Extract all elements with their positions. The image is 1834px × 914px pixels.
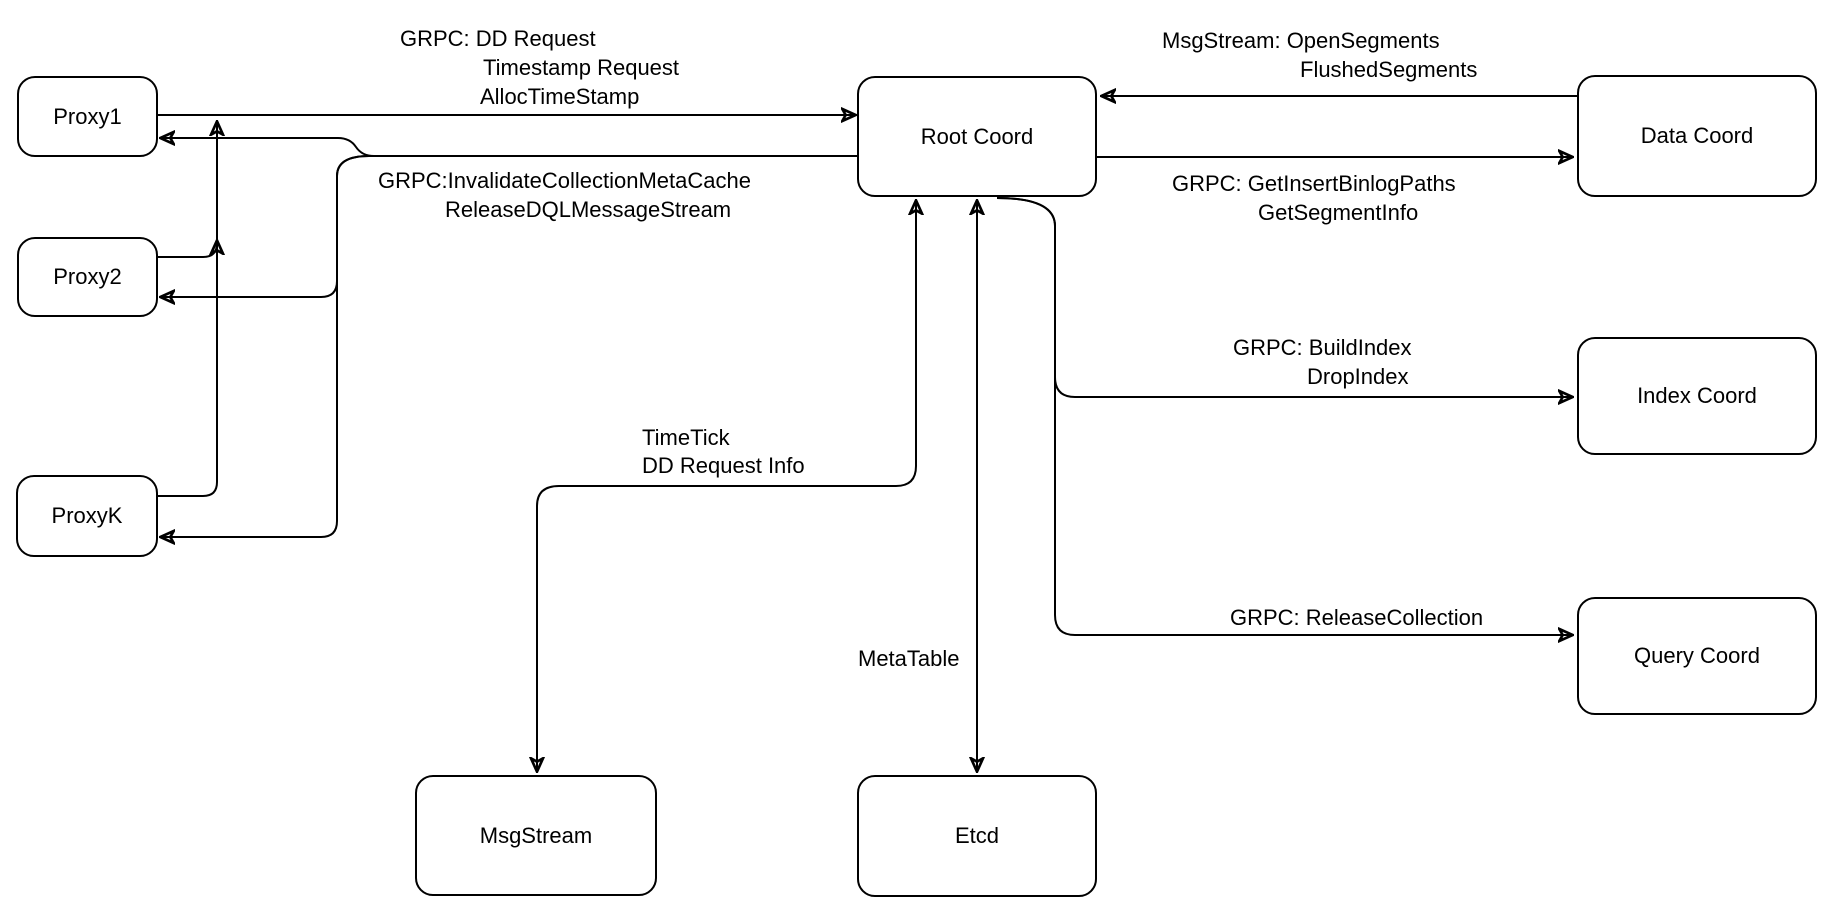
edge-label-root-to-proxies-line2: ReleaseDQLMessageStream — [445, 197, 732, 222]
node-proxyk: ProxyK — [16, 475, 158, 557]
node-data-coord-label: Data Coord — [1640, 123, 1754, 148]
node-etcd: Etcd — [857, 775, 1097, 897]
node-data-coord: Data Coord — [1577, 75, 1817, 197]
edge-label-root-to-query-line1: GRPC: ReleaseCollection — [1230, 605, 1484, 630]
edge-label-proxies-to-root-line1: GRPC: DD Request — [400, 26, 596, 51]
node-query-coord: Query Coord — [1577, 597, 1817, 715]
node-root-coord: Root Coord — [857, 76, 1097, 197]
edge-root-coord-to-index-coord — [996, 197, 1570, 397]
edge-label-root-to-data-line1: GRPC: GetInsertBinlogPaths — [1172, 171, 1456, 196]
node-proxy2: Proxy2 — [17, 237, 158, 317]
edge-root-coord-to-proxy1 — [163, 138, 857, 157]
edge-root-coord-to-query-coord — [996, 197, 1570, 635]
edge-label-data-to-root-line1: MsgStream: OpenSegments — [1162, 28, 1440, 53]
node-proxy1: Proxy1 — [17, 76, 158, 157]
node-index-coord: Index Coord — [1577, 337, 1817, 455]
node-proxy2-label: Proxy2 — [53, 264, 122, 289]
node-msgstream-label: MsgStream — [479, 822, 593, 848]
edge-label-root-to-data-line2: GetSegmentInfo — [1258, 200, 1419, 225]
edge-proxy2-merge-up — [158, 243, 217, 258]
edge-label-root-to-msgstream-line2: DD Request Info — [642, 453, 805, 478]
node-root-coord-label: Root Coord — [920, 123, 1034, 149]
edge-root-coord-msgstream — [537, 203, 916, 769]
node-proxyk-label: ProxyK — [51, 503, 123, 528]
edge-label-root-to-index-line2: DropIndex — [1307, 364, 1409, 389]
edge-label-root-to-msgstream-line1: TimeTick — [642, 425, 730, 450]
edge-label-root-to-proxies-line1: GRPC:InvalidateCollectionMetaCache — [378, 168, 751, 193]
node-etcd-label: Etcd — [954, 823, 1000, 848]
edge-proxyk-merge-up — [158, 124, 217, 497]
edge-label-proxies-to-root-line3: AllocTimeStamp — [480, 84, 640, 109]
edge-label-proxies-to-root-line2: Timestamp Request — [483, 55, 680, 80]
node-index-coord-label: Index Coord — [1637, 383, 1757, 408]
edge-root-coord-to-proxyk — [163, 155, 857, 537]
node-msgstream: MsgStream — [415, 775, 657, 896]
edge-label-root-to-etcd-line1: MetaTable — [858, 646, 960, 671]
node-proxy1-label: Proxy1 — [53, 103, 122, 129]
node-query-coord-label: Query Coord — [1634, 643, 1760, 668]
edge-label-data-to-root-line2: FlushedSegments — [1300, 57, 1478, 82]
edge-label-root-to-index-line1: GRPC: BuildIndex — [1233, 335, 1412, 360]
